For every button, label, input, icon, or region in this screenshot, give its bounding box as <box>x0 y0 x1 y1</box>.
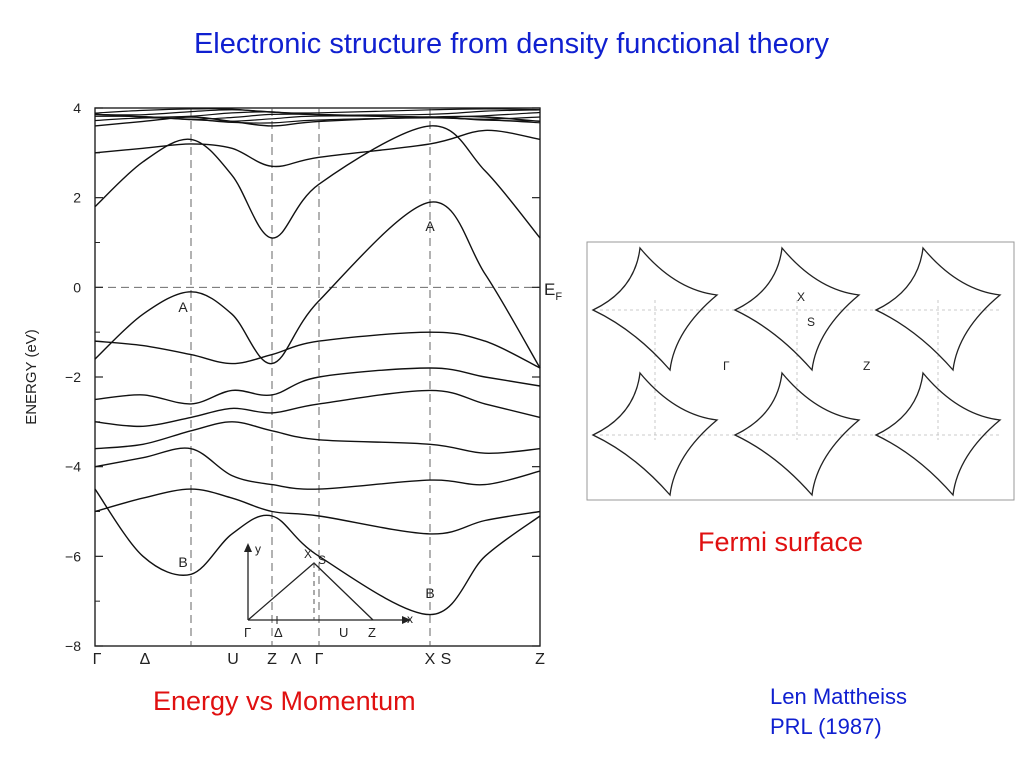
fermi-pocket <box>874 246 1002 372</box>
k-label-lambda: Λ <box>291 651 302 668</box>
y-axis-ticks: −8 −6 −4 −2 0 2 4 <box>65 100 540 654</box>
band-label-b-2: B <box>425 585 434 601</box>
y-tick-label: −6 <box>65 548 81 564</box>
y-tick-label: 2 <box>73 190 81 206</box>
band-line <box>94 125 541 239</box>
band-structure-caption: Energy vs Momentum <box>153 686 416 716</box>
fermi-label-s: S <box>807 315 815 329</box>
fermi-pocket <box>591 371 719 497</box>
inset-label-delta: Δ <box>274 625 283 640</box>
inset-label-s: S <box>318 553 326 567</box>
k-label-u: U <box>227 651 239 668</box>
band-line <box>94 129 541 168</box>
fermi-pocket <box>733 246 861 372</box>
band-line <box>94 367 541 405</box>
inset-label-x-axis: x <box>407 612 413 626</box>
inset-label-y: y <box>255 542 261 556</box>
fermi-surface-plot: X S Γ Z <box>586 241 1015 501</box>
band-label-a-1: A <box>178 299 188 315</box>
fermi-label-z: Z <box>863 359 870 373</box>
k-label-gamma-2: Γ <box>315 651 324 668</box>
k-label-z: Z <box>267 651 277 668</box>
band-line <box>94 421 541 454</box>
inset-label-z: Z <box>368 625 376 640</box>
y-tick-label: −2 <box>65 369 81 385</box>
band-label-b-1: B <box>178 554 187 570</box>
fermi-pocket <box>874 371 1002 497</box>
inset-label-u: U <box>339 625 348 640</box>
y-tick-label: 4 <box>73 100 81 116</box>
band-line <box>94 331 541 369</box>
k-label-x: X <box>425 651 436 668</box>
band-label-a-2: A <box>425 218 435 234</box>
brillouin-zone-inset: y x X S Γ Δ U Z <box>244 542 413 640</box>
y-tick-label: −8 <box>65 638 81 654</box>
fermi-surface-caption: Fermi surface <box>698 527 864 557</box>
band-line <box>94 447 541 490</box>
k-label-delta: Δ <box>140 651 151 668</box>
fermi-label: EF <box>544 280 562 303</box>
k-label-gamma: Γ <box>93 651 102 668</box>
y-tick-label: 0 <box>73 279 81 295</box>
fermi-pockets <box>591 246 1002 497</box>
fermi-pocket <box>733 371 861 497</box>
k-label-z-2: Z <box>535 651 545 668</box>
y-axis-label: ENERGY (eV) <box>23 329 40 425</box>
fermi-pocket <box>591 246 719 372</box>
band-line <box>94 488 541 616</box>
reference-journal: PRL (1987) <box>770 714 882 739</box>
fermi-label-gamma: Γ <box>723 359 730 373</box>
band-line <box>94 201 541 369</box>
inset-label-x: X <box>304 547 312 561</box>
y-tick-label: −4 <box>65 459 81 475</box>
reference: Len Mattheiss PRL (1987) <box>770 682 907 742</box>
fermi-label-x: X <box>797 290 805 304</box>
band-line-top <box>94 113 541 120</box>
k-label-s: S <box>441 651 452 668</box>
reference-author: Len Mattheiss <box>770 684 907 709</box>
band-line <box>94 389 541 428</box>
band-curves <box>94 108 541 616</box>
band-line <box>94 488 541 535</box>
inset-label-gamma: Γ <box>244 625 251 640</box>
fermi-zone-grid <box>600 300 1000 440</box>
band-line-top <box>94 108 541 114</box>
slide-title: Electronic structure from density functi… <box>193 28 830 60</box>
